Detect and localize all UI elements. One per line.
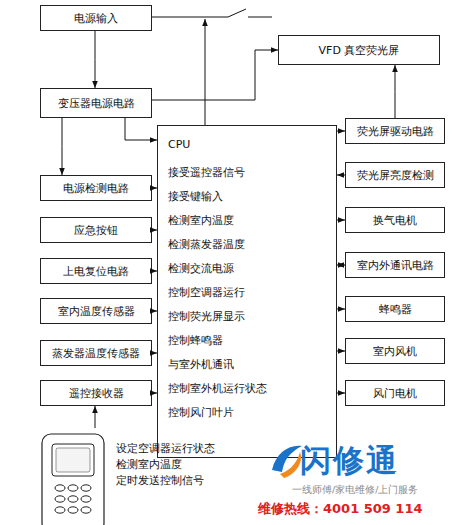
sensor-box: 蒸发器温度传感器 xyxy=(40,340,152,366)
box-label: 上电复位电路 xyxy=(63,265,129,278)
circuit-box: 上电复位电路 xyxy=(40,258,152,284)
remote-control: 设定空调器运行状态检测室内温度定时发送控制信号 xyxy=(40,428,220,523)
sensor-box: 室内温度传感器 xyxy=(40,298,152,324)
signal-connector xyxy=(337,131,345,132)
box-label: 室内外通讯电路 xyxy=(357,259,434,272)
signal-connector xyxy=(152,230,157,231)
signal-connector xyxy=(337,309,345,310)
signal-connector xyxy=(152,271,157,272)
circuit-box: 电源检测电路 xyxy=(40,175,152,201)
watermark-logo-text: 闪修通 xyxy=(300,440,399,482)
cpu-function: 检测蒸发器温度 xyxy=(168,233,336,257)
signal-connector xyxy=(152,311,157,312)
remote-function: 检测室内温度 xyxy=(116,456,215,472)
remote-illustration xyxy=(40,428,106,525)
circuit-box: 荧光屏驱动电路 xyxy=(345,118,445,144)
cpu-function: 接受键输入 xyxy=(168,185,336,209)
cpu-function: 控制荧光屏显示 xyxy=(168,305,336,329)
cpu-heading: CPU xyxy=(168,133,336,157)
box-label: 应急按钮 xyxy=(74,224,118,237)
circuit-box: 变压器电源电路 xyxy=(40,88,152,118)
input-box: 应急按钮 xyxy=(40,217,152,243)
signal-connector xyxy=(152,50,278,100)
load-box: 蜂鸣器 xyxy=(345,296,445,322)
cpu-function: 与室外机通讯 xyxy=(168,353,336,377)
box-label: 室内风机 xyxy=(373,345,417,358)
cpu-function: 控制室外机运行状态 xyxy=(168,377,336,401)
load-box: 换气电机 xyxy=(345,207,445,233)
signal-connector xyxy=(337,265,345,266)
remote-function: 定时发送控制信号 xyxy=(116,472,215,488)
remote-function-list: 设定空调器运行状态检测室内温度定时发送控制信号 xyxy=(116,440,215,488)
signal-connector xyxy=(395,65,396,118)
signal-connector xyxy=(337,393,345,394)
cpu-function: 控制风门叶片 xyxy=(168,401,336,425)
cpu-box: CPU 接受遥控器信号接受键输入检测室内温度检测蒸发器温度检测交流电源控制空调器运… xyxy=(157,125,337,458)
load-box: 室内风机 xyxy=(345,338,445,364)
cpu-function: 检测室内温度 xyxy=(168,209,336,233)
remote-function: 设定空调器运行状态 xyxy=(116,440,215,456)
logo-mark xyxy=(272,446,302,478)
signal-connector xyxy=(337,351,345,352)
box-label: 遥控接收器 xyxy=(69,387,124,400)
box-label: 换气电机 xyxy=(373,214,417,227)
box-label: 室内温度传感器 xyxy=(58,305,135,318)
power-wire xyxy=(152,17,228,18)
power-wire xyxy=(248,17,272,18)
signal-connector xyxy=(337,220,345,221)
box-label: 电源输入 xyxy=(74,12,118,25)
signal-connector xyxy=(152,188,157,189)
signal-connector xyxy=(337,175,345,176)
signal-connector xyxy=(95,406,96,428)
circuit-box: 室内外通讯电路 xyxy=(345,252,445,278)
signal-connector xyxy=(152,353,157,354)
cpu-function: 接受遥控器信号 xyxy=(168,161,336,185)
box-label: 荧光屏驱动电路 xyxy=(357,125,434,138)
circuit-box: 电源输入 xyxy=(40,5,152,31)
box-label: 蒸发器温度传感器 xyxy=(52,347,140,360)
display-box: VFD 真空荧光屏 xyxy=(278,35,440,65)
cpu-function: 控制蜂鸣器 xyxy=(168,329,336,353)
box-label: 变压器电源电路 xyxy=(58,97,135,110)
power-switch xyxy=(152,9,272,125)
circuit-box: 荧光屏亮度检测 xyxy=(345,162,445,188)
switch-blade xyxy=(228,9,246,17)
cpu-function: 检测交流电源 xyxy=(168,257,336,281)
watermark-hotline: 维修热线：4001 509 114 xyxy=(258,500,423,518)
box-label: 电源检测电路 xyxy=(63,182,129,195)
relay-control-arrow xyxy=(205,19,206,125)
box-label: 风门电机 xyxy=(373,387,417,400)
box-label: 荧光屏亮度检测 xyxy=(357,169,434,182)
box-label: VFD 真空荧光屏 xyxy=(319,44,400,57)
watermark-slogan: 一线师傅/家电维修/上门服务 xyxy=(292,484,418,497)
input-box: 遥控接收器 xyxy=(40,380,152,406)
signal-connector xyxy=(62,118,63,175)
signal-connector xyxy=(152,393,157,394)
box-label: 蜂鸣器 xyxy=(379,303,412,316)
cpu-function: 控制空调器运行 xyxy=(168,281,336,305)
signal-connector xyxy=(95,31,96,88)
load-box: 风门电机 xyxy=(345,380,445,406)
signal-connector xyxy=(125,118,157,140)
